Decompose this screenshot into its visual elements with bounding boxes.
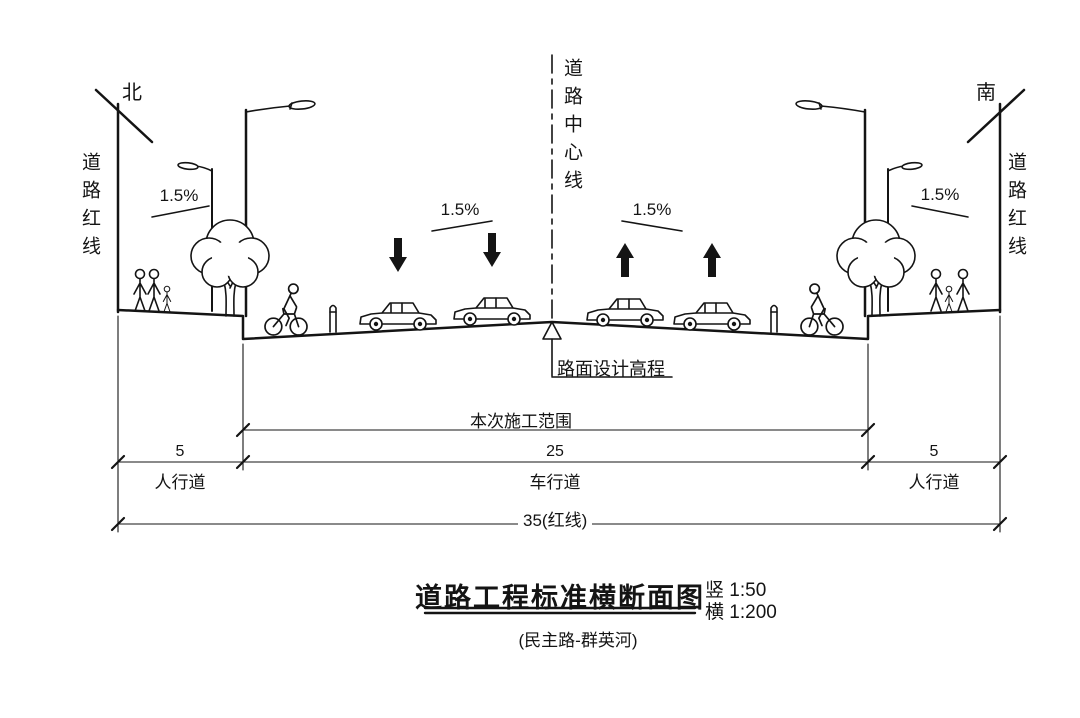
title-underline xyxy=(423,606,697,615)
traffic-arrow-up-icon xyxy=(616,243,634,277)
traffic-arrow-down-icon xyxy=(483,233,501,267)
sidewalk-left-label: 人行道 xyxy=(154,473,206,492)
car-icon xyxy=(453,297,531,326)
traffic-arrow-down-icon xyxy=(389,238,407,272)
red-line-left xyxy=(94,88,154,314)
bollard-icon xyxy=(770,304,778,333)
total-dimension-label: 35(红线) xyxy=(518,506,593,531)
north-label: 北 xyxy=(122,82,142,104)
sidewalk-right-label: 人行道 xyxy=(908,473,960,492)
tree-icon xyxy=(190,219,270,317)
slope-lane-left-label: 1.5% xyxy=(440,200,480,219)
construction-range-label: 本次施工范围 xyxy=(470,412,572,431)
slope-indicator-lines xyxy=(151,205,969,232)
scale-horizontal-label: 横 1:200 xyxy=(705,602,777,623)
cyclist-icon xyxy=(800,283,844,336)
tree-icon xyxy=(836,219,916,317)
red-line-right xyxy=(966,88,1026,314)
slope-sidewalk-left-label: 1.5% xyxy=(159,186,199,205)
dimension-sidewalk-left-value: 5 xyxy=(175,443,185,460)
south-label: 南 xyxy=(976,82,996,104)
design-elevation-label: 路面设计高程 xyxy=(557,359,665,379)
carriageway-label: 车行道 xyxy=(529,473,581,492)
car-icon xyxy=(673,302,751,331)
bollard-icon xyxy=(329,304,337,333)
diagram-subtitle: (民主路-群英河) xyxy=(518,631,638,650)
construction-range-dimension xyxy=(235,343,876,471)
pedestrians-left-icon xyxy=(133,268,172,313)
red-line-right-label: 道路红线 xyxy=(1005,152,1026,264)
car-icon xyxy=(586,298,664,327)
dimension-carriageway-value: 25 xyxy=(546,443,564,460)
street-lamp-icon xyxy=(244,98,317,318)
dimension-sidewalk-right-value: 5 xyxy=(929,443,939,460)
slope-lane-right-label: 1.5% xyxy=(632,200,672,219)
cyclist-icon xyxy=(264,283,308,336)
dimension-row xyxy=(110,315,1008,533)
red-line-left-label: 道路红线 xyxy=(79,152,100,264)
scale-vertical-label: 竖 1:50 xyxy=(705,580,767,601)
slope-sidewalk-right-label: 1.5% xyxy=(920,185,960,204)
diagram-title: 道路工程标准横断面图 xyxy=(415,583,705,613)
pedestrians-right-icon xyxy=(929,268,970,313)
elevation-marker-icon xyxy=(542,321,673,378)
traffic-arrow-up-icon xyxy=(703,243,721,277)
car-icon xyxy=(359,302,437,331)
center-line-label: 道路中心线 xyxy=(561,58,582,198)
